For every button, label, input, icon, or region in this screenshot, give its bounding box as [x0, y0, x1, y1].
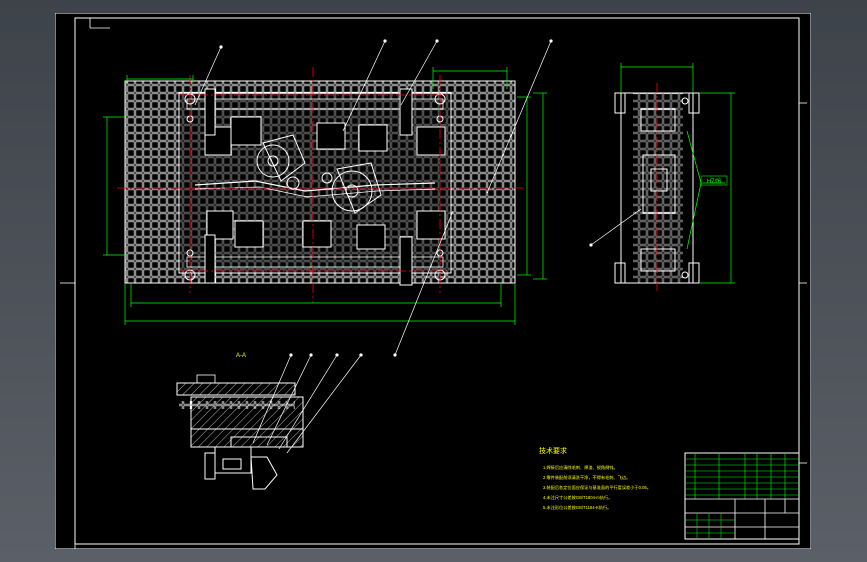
- section-view[interactable]: A-A: [176, 353, 363, 490]
- technical-requirements: 技术要求 1.焊接后应清除毛刺、焊渣、锐角倒钝。 2.零件装配前须清洗干净，不得…: [539, 446, 651, 511]
- side-features: [614, 92, 700, 284]
- main-dimensions: [103, 67, 547, 325]
- top-rail: [186, 98, 444, 110]
- section-balloons: [289, 353, 363, 357]
- main-top-view[interactable]: [103, 39, 553, 357]
- drawing-canvas[interactable]: H7/f6 A-A: [55, 13, 811, 549]
- title-block-frame: [684, 452, 800, 540]
- drawing-sheet[interactable]: H7/f6 A-A: [55, 13, 811, 549]
- title-block-grid: [685, 498, 799, 539]
- section-leaders: [252, 354, 362, 454]
- title-block-subgrid: [685, 513, 735, 539]
- fit-tolerance-label: H7/f6: [707, 179, 722, 185]
- part-balloons: [219, 39, 553, 357]
- side-dimensions: [620, 63, 735, 284]
- tech-req-line: 4.未注尺寸公差按GB/T1804-m执行。: [543, 494, 612, 501]
- tech-req-line: 1.焊接后应清除毛刺、焊渣、锐角倒钝。: [543, 464, 618, 471]
- centerlines: [117, 67, 525, 303]
- fit-label-box: [700, 175, 728, 186]
- tech-req-title: 技术要求: [539, 446, 567, 455]
- side-leader: [590, 208, 642, 246]
- inner-border: [74, 17, 800, 545]
- section-details: [191, 428, 303, 490]
- part-leaders: [194, 40, 552, 356]
- tech-req-line: 3.装配后各定位面应保证与基准面的平行度误差小于0.05。: [543, 484, 651, 491]
- section-pin: [196, 374, 216, 384]
- side-view[interactable]: H7/f6: [589, 63, 735, 293]
- tech-req-line: 2.零件装配前须清洗干净，不得有毛刺、飞边。: [543, 474, 630, 481]
- bottom-rail: [186, 256, 444, 268]
- parts-list-grid: [685, 453, 799, 499]
- frame-ticks: [60, 18, 807, 549]
- cam-mechanism: [194, 134, 436, 214]
- clamp-posts: [204, 88, 413, 286]
- section-grid-strip: [179, 401, 295, 409]
- tech-req-line: 5.未注形位公差按GB/T1184-K执行。: [543, 504, 611, 511]
- title-block[interactable]: [684, 452, 800, 540]
- section-top-plate: [176, 382, 296, 396]
- section-label: A-A: [236, 353, 246, 359]
- side-balloon: [589, 243, 593, 247]
